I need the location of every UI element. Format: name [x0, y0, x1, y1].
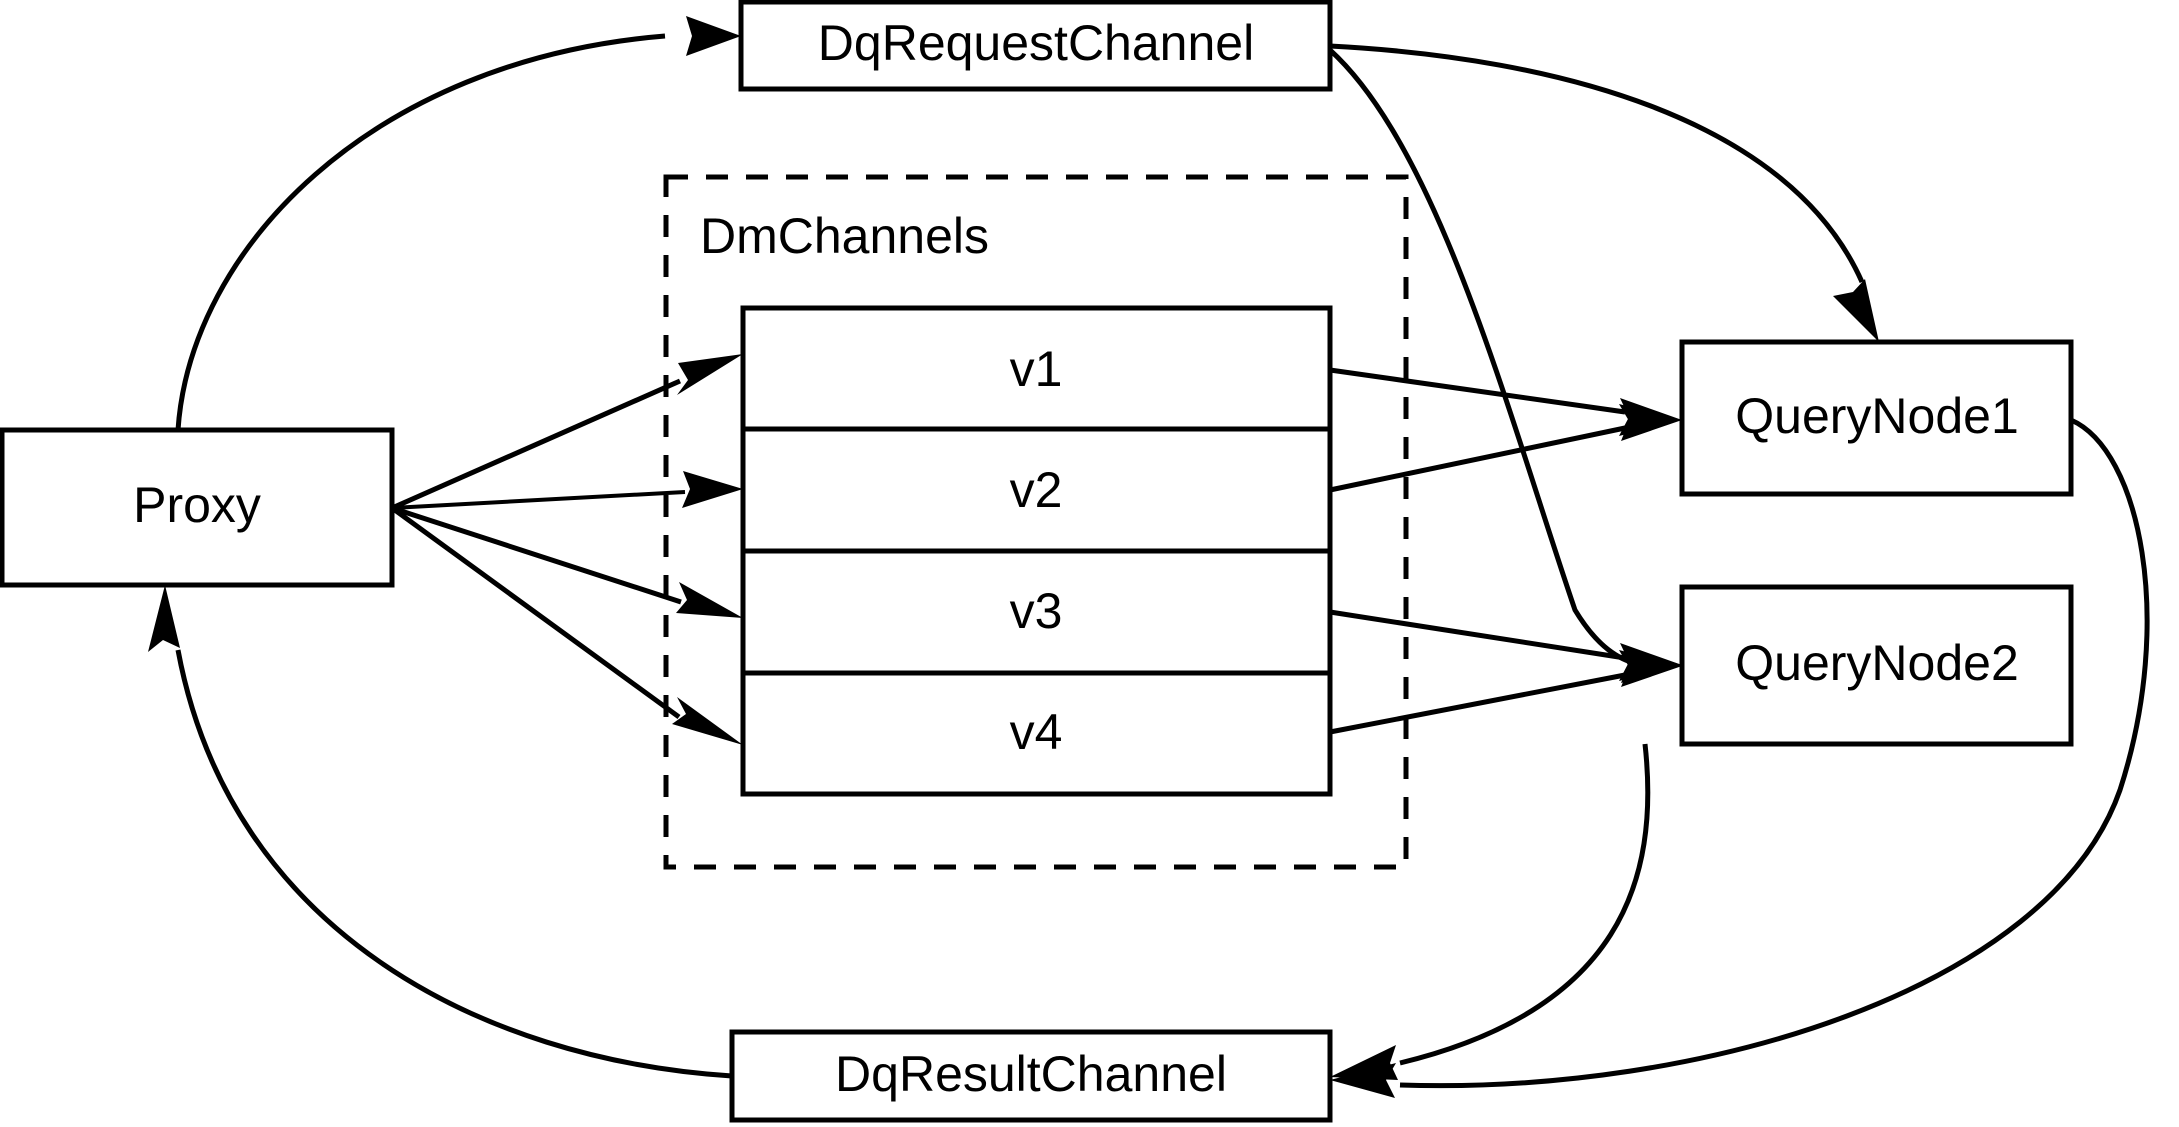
edge-dqrequestchannel-to-querynode1: [1329, 43, 1879, 342]
arrowhead-icon: [682, 471, 743, 508]
node-dq-request-channel-label: DqRequestChannel: [818, 15, 1254, 71]
edge-line: [1329, 425, 1626, 493]
node-proxy-label: Proxy: [133, 477, 261, 533]
node-query-node-2[interactable]: QueryNode2: [1679, 584, 2074, 747]
node-query-node-1-label: QueryNode1: [1735, 388, 2019, 444]
edge-querynode1-to-dqresultchannel: [1330, 417, 2150, 1098]
edge-proxy-to-v2: [391, 471, 743, 510]
arrowhead-icon: [148, 585, 180, 652]
node-query-node-1-border[interactable]: [1679, 339, 2074, 497]
node-dq-request-channel-border[interactable]: [738, 0, 1333, 92]
channel-row-v1-label[interactable]: v1: [1010, 341, 1063, 397]
arrowhead-icon: [677, 354, 743, 395]
edge-dqrequestchannel-to-querynode2: [1328, 48, 1682, 683]
dm-channels-group-label: DmChannels: [700, 208, 989, 264]
node-dq-result-channel[interactable]: DqResultChannel: [729, 1029, 1333, 1123]
edge-line: [175, 649, 733, 1079]
channel-row-v2-label[interactable]: v2: [1010, 462, 1063, 518]
dm-channels-group-border: [663, 174, 1409, 870]
edge-proxy-to-v3: [391, 505, 743, 618]
arrowhead-icon: [1833, 279, 1879, 342]
channel-row-v3-label[interactable]: v3: [1010, 583, 1063, 639]
channel-stack: v1 v2 v3 v4: [740, 305, 1333, 797]
edge-line: [391, 505, 682, 605]
edge-line: [390, 378, 682, 511]
edge-line: [1329, 609, 1626, 661]
node-proxy[interactable]: Proxy: [0, 427, 395, 588]
dm-channels-group: DmChannels: [663, 174, 1409, 870]
edge-proxy-to-v4: [390, 505, 743, 745]
edge-line: [1329, 367, 1626, 415]
node-proxy-border[interactable]: [0, 427, 395, 588]
edge-proxy-to-v1: [390, 354, 743, 511]
arrowhead-icon: [1619, 650, 1682, 687]
node-dq-result-channel-border[interactable]: [729, 1029, 1333, 1123]
edge-line: [175, 33, 666, 431]
arrowhead-icon: [686, 16, 741, 56]
node-dq-request-channel[interactable]: DqRequestChannel: [738, 0, 1333, 92]
arrowhead-icon: [1619, 404, 1682, 441]
edge-proxy-to-dqrequestchannel: [175, 16, 741, 431]
node-query-node-2-label: QueryNode2: [1735, 635, 2019, 691]
edge-line: [390, 505, 681, 720]
arrowhead-icon: [672, 697, 743, 745]
edge-line: [1328, 48, 1639, 667]
edge-line: [391, 490, 686, 510]
edge-line: [1399, 417, 2150, 1089]
edge-querynode2-to-dqresultchannel: [1330, 743, 1651, 1080]
edge-v2-to-querynode1: [1329, 404, 1682, 493]
edge-line: [1399, 743, 1651, 1066]
edge-dqresultchannel-to-proxy: [148, 585, 733, 1079]
edge-line: [1329, 672, 1626, 735]
node-query-node-2-border[interactable]: [1679, 584, 2074, 747]
arrowhead-icon: [676, 582, 743, 618]
edge-v4-to-querynode2: [1329, 650, 1682, 735]
channel-row-v4-label[interactable]: v4: [1010, 704, 1063, 760]
edge-line: [1329, 43, 1865, 284]
arrowhead-icon: [1330, 1045, 1398, 1080]
node-query-node-1[interactable]: QueryNode1: [1679, 339, 2074, 497]
node-dq-result-channel-label: DqResultChannel: [835, 1046, 1227, 1102]
